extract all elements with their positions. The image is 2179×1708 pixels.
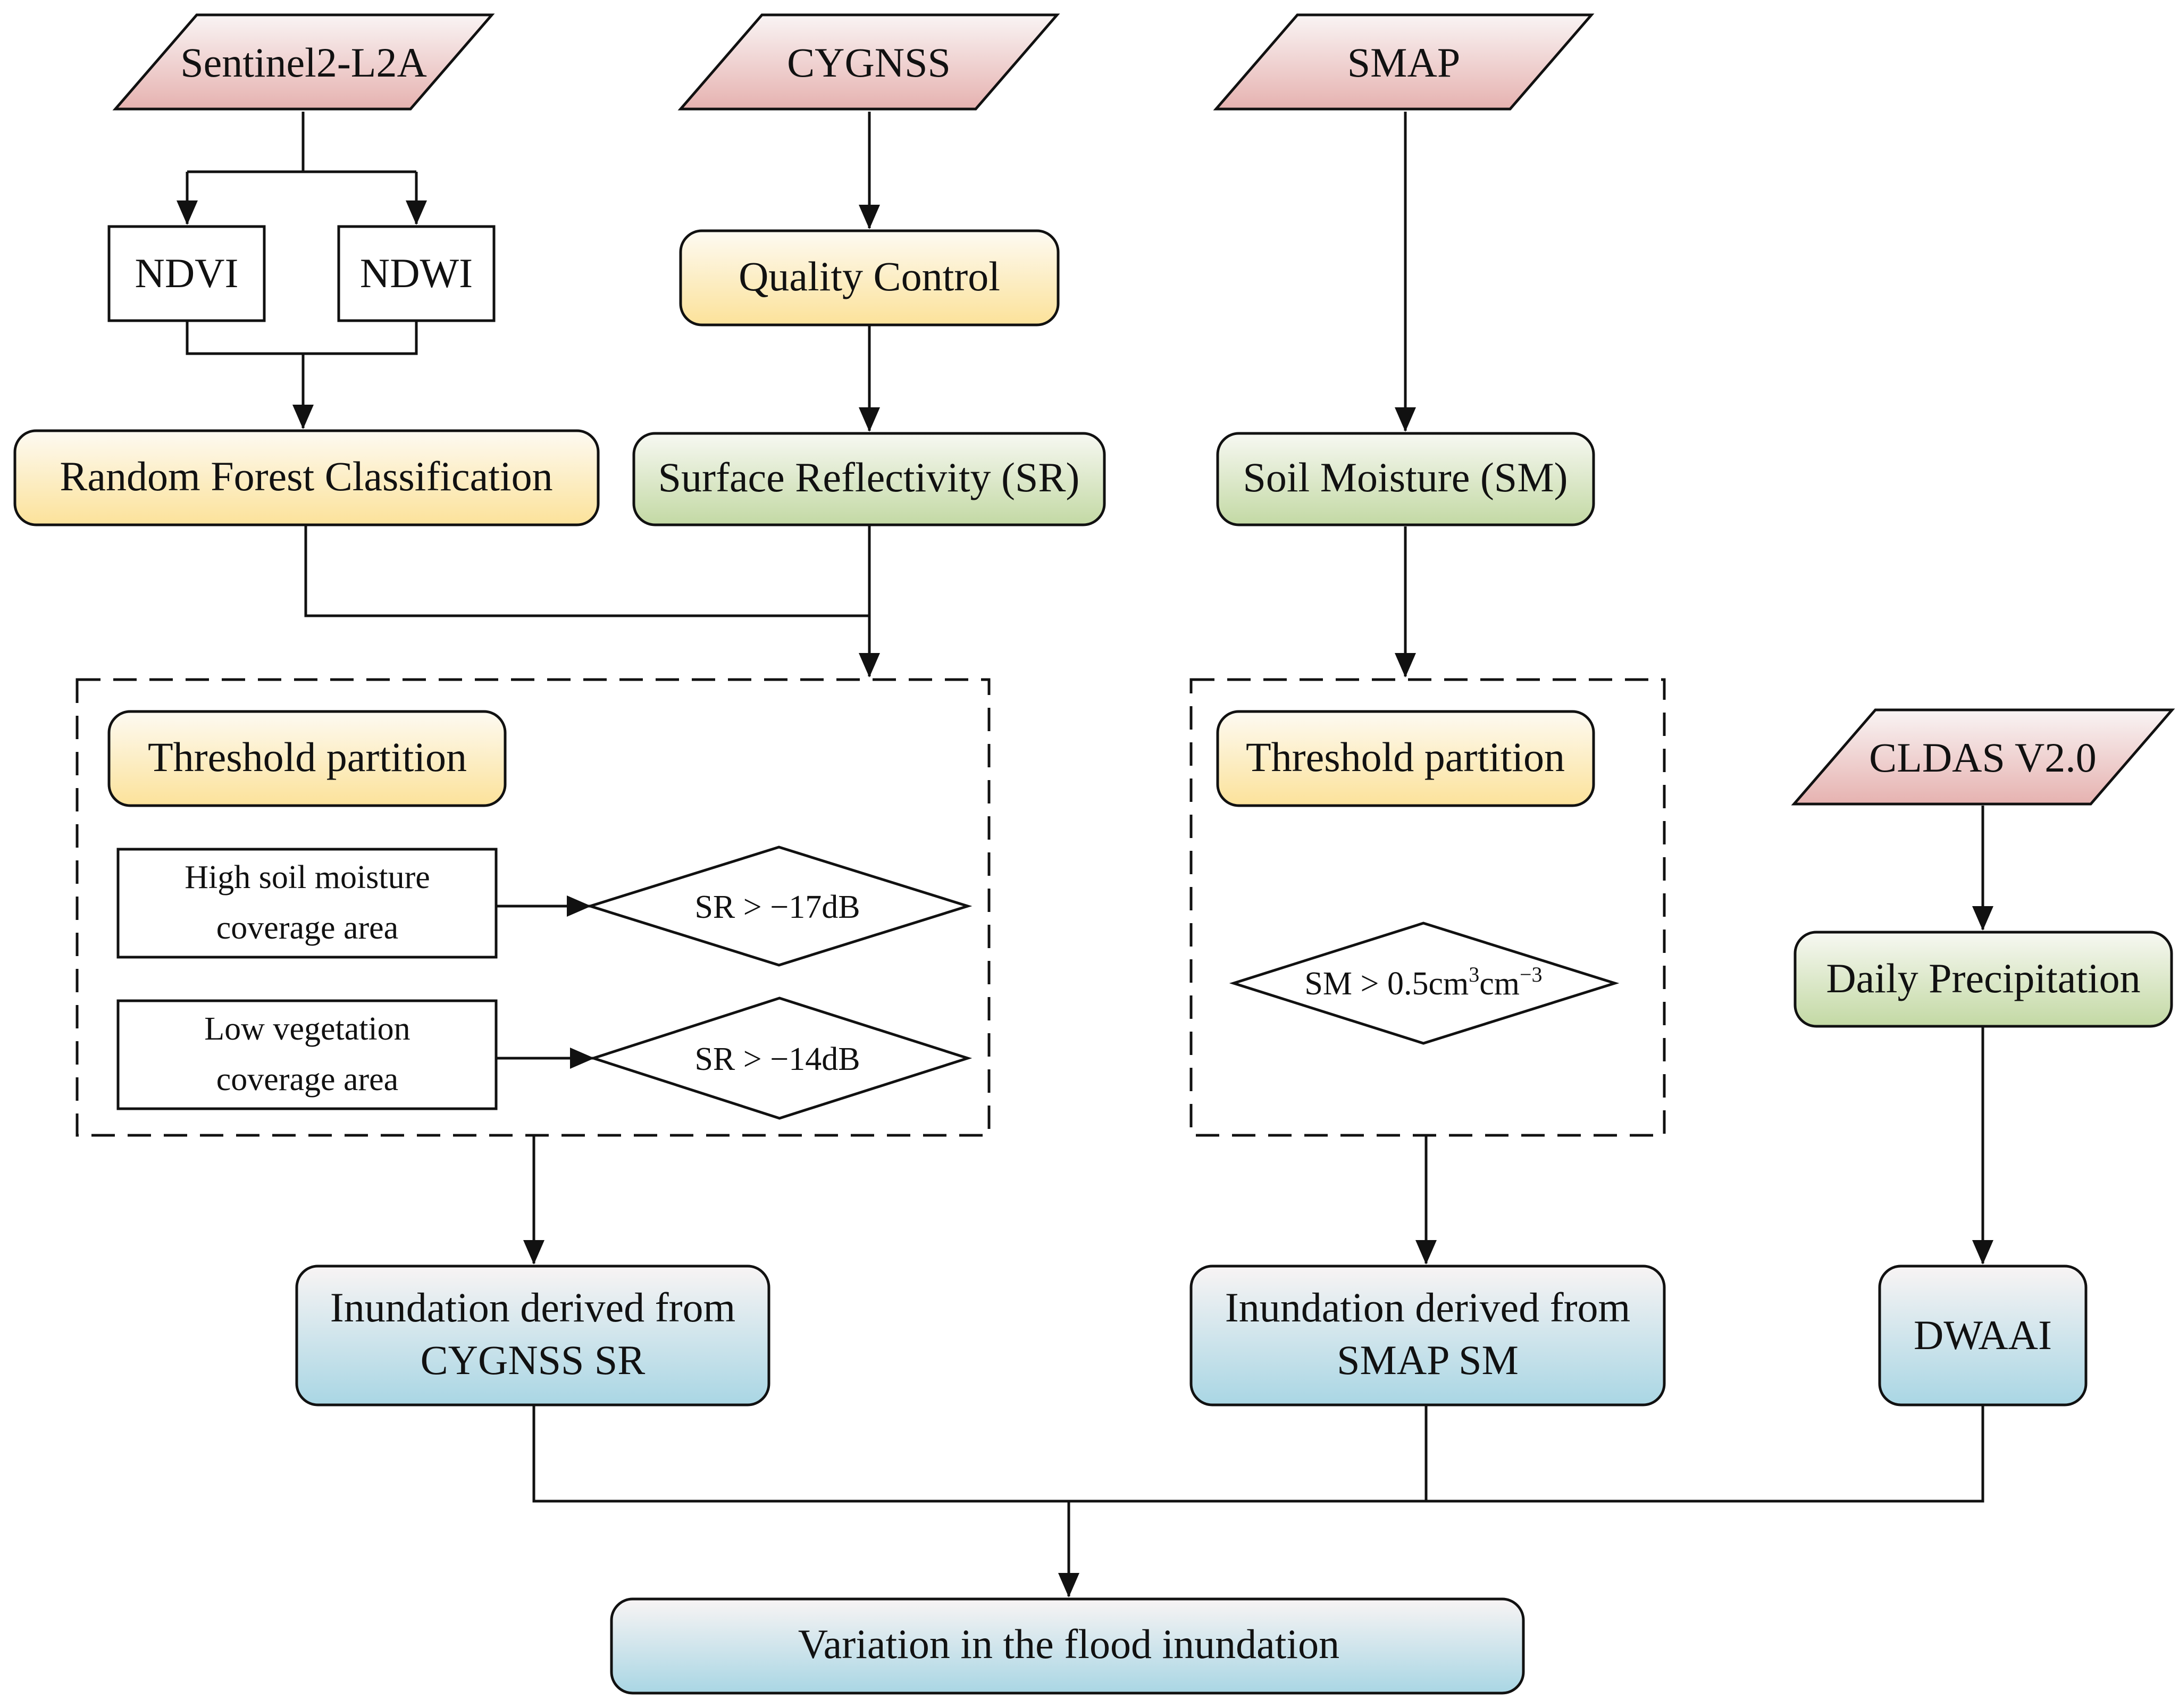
cygnss-output-line1: Inundation derived from [330,1284,735,1330]
soil-moisture-label: Soil Moisture (SM) [1243,454,1568,500]
final-output-shape [610,1597,1525,1695]
sm-condition-label: SM > 0.5cm3cm−3 [1304,962,1542,1002]
connector-sentinel-split [187,112,416,173]
quality-control-step: Quality Control [679,229,1060,326]
sm-condition-shape [1229,922,1620,1045]
mid-threshold-title-shape [1216,710,1595,807]
connector-indices-join [186,321,418,355]
daily-precipitation-step: Daily Precipitation [1794,931,2173,1028]
low-area-line2: coverage area [216,1061,398,1098]
low-vegetation-area-shape [116,999,498,1110]
dwaai-output: DWAAI [1878,1265,2088,1406]
ndvi-box: NDVI [107,225,266,322]
ndwi-box-shape [337,225,496,322]
mid-threshold-title: Threshold partition [1216,710,1595,807]
high-area-line1: High soil moisture [185,859,430,895]
smap-inundation-shape [1189,1265,1666,1406]
left-threshold-title: Threshold partition [107,710,507,807]
surface-reflectivity-label: Surface Reflectivity (SR) [658,454,1080,500]
sm-condition-mid: cm [1479,966,1520,1002]
input-cygnss: CYGNSS [677,13,1060,111]
soil-moisture-step: Soil Moisture (SM) [1216,432,1595,526]
smap-inundation-output: Inundation derived from SMAP SM [1189,1265,1666,1406]
high-condition-shape [585,845,973,967]
sm-condition-sup1: 3 [1469,962,1479,986]
cygnss-inundation-output: Inundation derived from CYGNSS SR [295,1265,770,1406]
cygnss-output-line2: CYGNSS SR [421,1337,646,1383]
input-smap: SMAP [1213,13,1595,111]
sm-condition-sup2: −3 [1520,962,1543,986]
input-cldas-label: CLDAS V2.0 [1869,734,2097,781]
ndwi-label: NDWI [360,250,473,296]
input-cldas: CLDAS V2.0 [1791,708,2175,806]
final-output-label: Variation in the flood inundation [798,1621,1339,1667]
cygnss-inundation-shape [295,1265,770,1406]
input-sentinel-label: Sentinel2-L2A [180,39,427,86]
high-area-line2: coverage area [216,910,398,946]
final-output: Variation in the flood inundation [610,1597,1525,1695]
daily-precipitation-label: Daily Precipitation [1826,955,2140,1001]
surface-reflectivity-step: Surface Reflectivity (SR) [632,432,1106,526]
ndvi-box-shape [107,225,266,322]
input-smap-shape [1213,13,1595,111]
connector-rf-sr-merge [304,525,871,617]
high-condition-diamond: SR > −17dB [585,845,973,967]
smap-output-line1: Inundation derived from [1225,1284,1630,1330]
input-smap-label: SMAP [1347,39,1460,86]
sm-condition-diamond: SM > 0.5cm3cm−3 [1229,922,1620,1045]
input-cygnss-shape [677,13,1060,111]
low-vegetation-area: Low vegetation coverage area [116,999,498,1110]
soil-moisture-shape [1216,432,1595,526]
random-forest-label: Random Forest Classification [60,453,552,499]
sm-condition-prefix: SM > 0.5cm [1304,966,1469,1002]
low-condition-diamond: SR > −14dB [589,997,973,1120]
high-soil-moisture-area-shape [116,848,498,959]
left-threshold-group [76,678,991,1137]
input-cygnss-label: CYGNSS [787,39,951,86]
surface-reflectivity-shape [632,432,1106,526]
random-forest-step: Random Forest Classification [13,429,600,526]
connector-outputs-merge [532,1405,1984,1503]
ndvi-label: NDVI [135,250,239,296]
low-condition-label: SR > −14dB [694,1041,860,1077]
input-cldas-shape [1791,708,2175,806]
input-sentinel: Sentinel2-L2A [112,13,495,111]
left-threshold-title-label: Threshold partition [148,734,467,780]
random-forest-shape [13,429,600,526]
low-condition-shape [589,997,973,1120]
smap-output-line2: SMAP SM [1337,1337,1519,1383]
dwaai-label: DWAAI [1914,1312,2052,1358]
high-condition-label: SR > −17dB [694,889,860,925]
left-threshold-title-shape [107,710,507,807]
ndwi-box: NDWI [337,225,496,322]
high-soil-moisture-area: High soil moisture coverage area [116,848,498,959]
input-sentinel-shape [112,13,495,111]
daily-precipitation-shape [1794,931,2173,1028]
mid-threshold-group [1189,678,1666,1137]
quality-control-shape [679,229,1060,326]
connectors [177,112,1993,1597]
dwaai-shape [1878,1265,2088,1406]
low-area-line1: Low vegetation [204,1011,410,1047]
quality-control-label: Quality Control [739,253,1000,299]
mid-threshold-title-label: Threshold partition [1246,734,1565,780]
